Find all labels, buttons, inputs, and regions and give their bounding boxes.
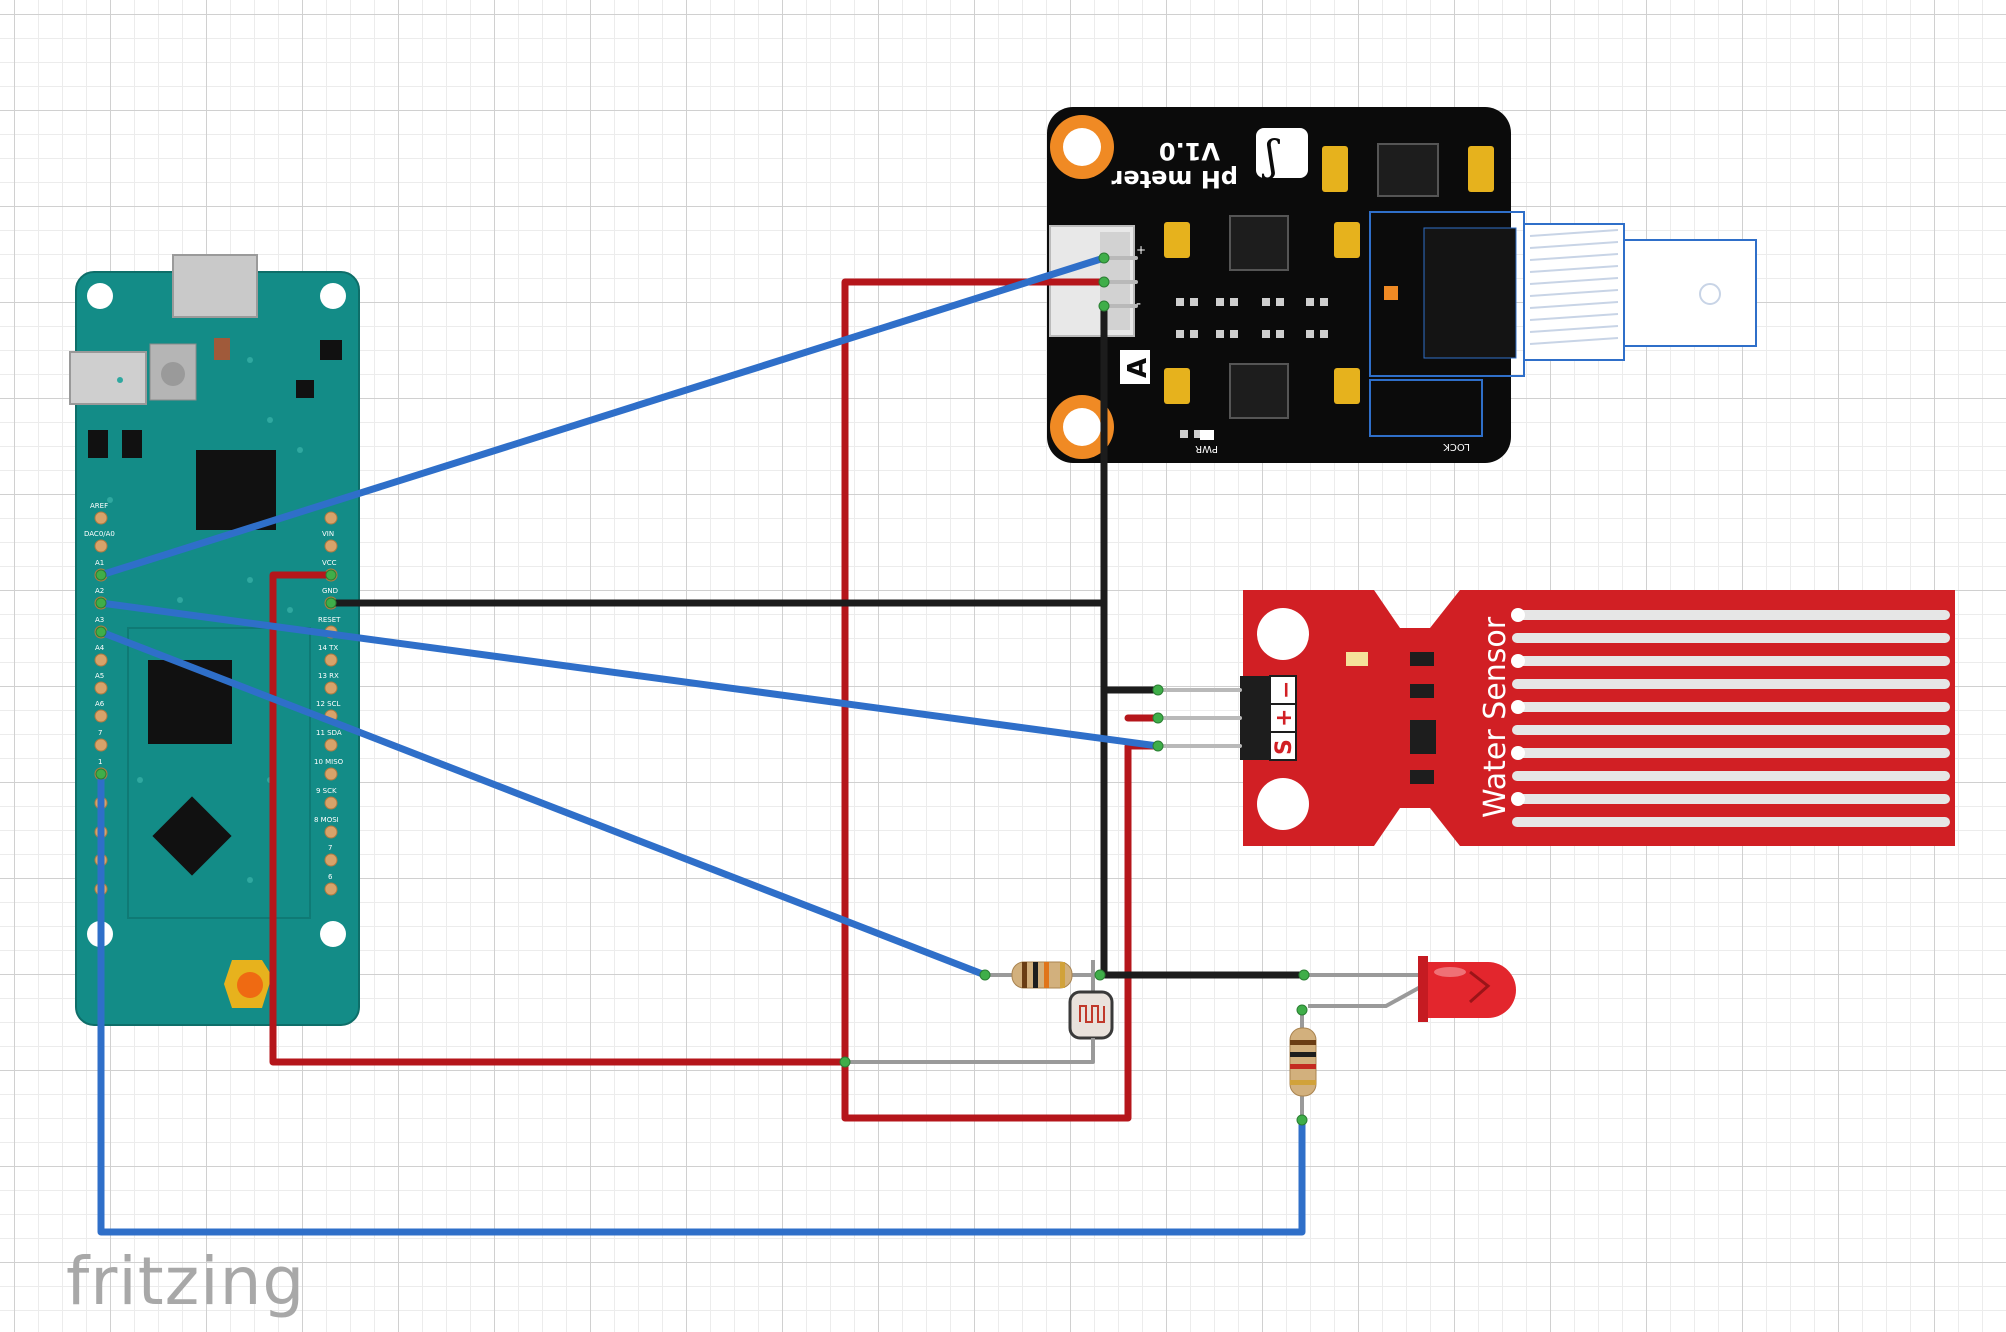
pin-label-a5: A5	[95, 672, 104, 680]
ws-mount-hole	[1257, 608, 1309, 660]
pin-label-14tx: 14 TX	[318, 644, 338, 652]
mount-hole	[320, 283, 346, 309]
bnc-marker	[1384, 286, 1398, 300]
pin-label-gnd: GND	[322, 587, 338, 595]
pin-label-a4: A4	[95, 644, 105, 652]
lock-label: LOCK	[1443, 441, 1470, 452]
water-sensor-title: Water Sensor	[1478, 616, 1513, 818]
wire-a3-photo[interactable]	[97, 628, 989, 979]
ws-pin-header[interactable]	[1240, 675, 1297, 761]
pin-label-aref: AREF	[90, 502, 108, 510]
fritzing-brand: fritzing	[66, 1243, 305, 1320]
ph-plus-label: +	[1136, 243, 1146, 257]
wire-led-return[interactable]	[97, 770, 1306, 1236]
pin-label-reset: RESET	[318, 616, 341, 624]
svg-text:V1.0: V1.0	[1159, 137, 1220, 165]
wire-a2-sensor[interactable]	[97, 599, 1162, 750]
pin-label-8mosi: 8 MOSI	[314, 816, 339, 824]
pin-label-vin: VIN	[322, 530, 334, 538]
pin-label-a3: A3	[95, 616, 104, 624]
pin-label-9sck: 9 SCK	[316, 787, 337, 795]
pwr-label: PWR	[1195, 443, 1218, 454]
pin-label-7: 7	[98, 729, 102, 737]
wire-vcc-arduino[interactable]	[269, 571, 849, 1066]
arduino-board[interactable]: AREF DAC0/A0 A1 A2 A3 A4 A5 A6 7 1 VIN V…	[69, 254, 360, 1026]
ph-meter-board[interactable]: pH meter V1.0 ʃ	[1047, 107, 1525, 463]
pin-label-vcc: VCC	[322, 559, 337, 567]
pin-label-12scl: 12 SCL	[316, 700, 340, 708]
usb-connector	[172, 254, 258, 318]
pin-label-a1: A1	[95, 559, 104, 567]
ws-mount-hole	[1257, 778, 1309, 830]
svg-text:pH meter: pH meter	[1111, 165, 1238, 193]
resistor-2[interactable]	[1289, 1010, 1317, 1120]
wires	[95, 252, 1310, 1236]
reset-button[interactable]	[224, 960, 272, 1008]
pin-label-a6: A6	[95, 700, 105, 708]
arduino-right-pin-labels: VIN VCC GND RESET 14 TX 13 RX 12 SCL 11 …	[314, 530, 344, 881]
wire-a1-ph[interactable]	[97, 254, 1108, 579]
ws-pin-signal: S	[1272, 739, 1297, 755]
connector-label-a: A	[1120, 350, 1153, 384]
arduino-left-pin-labels: AREF DAC0/A0 A1 A2 A3 A4 A5 A6 7 1	[84, 502, 115, 766]
pin-label-10miso: 10 MISO	[314, 758, 344, 766]
resistor-1[interactable]	[985, 961, 1100, 989]
pin-label-1: 1	[98, 758, 102, 766]
ph-probe-connector[interactable]	[1523, 223, 1757, 361]
svg-text:A: A	[1123, 358, 1153, 378]
pin-label-11sda: 11 SDA	[316, 729, 342, 737]
ph-chip	[1377, 143, 1439, 197]
ws-pin-minus: −	[1274, 681, 1299, 699]
dfrobot-logo-icon: ʃ	[1256, 128, 1308, 180]
water-sensor[interactable]: Water Sensor − + S	[1240, 590, 1955, 846]
pin-label-a2: A2	[95, 587, 104, 595]
photoresistor[interactable]	[1068, 960, 1114, 1062]
pin-label-r7: 7	[328, 844, 332, 852]
ws-traces	[1512, 610, 1950, 827]
pwr-led	[1200, 430, 1214, 440]
pin-label-r6: 6	[328, 873, 333, 881]
ph-chip	[1229, 363, 1289, 419]
ph-meter-title: pH meter V1.0	[1111, 137, 1238, 193]
secondary-chip	[148, 660, 232, 744]
power-jack	[69, 351, 147, 405]
pin-label-13rx: 13 RX	[318, 672, 339, 680]
ws-pin-plus: +	[1272, 709, 1297, 727]
pin-label-dac0: DAC0/A0	[84, 530, 115, 538]
microcontroller-chip	[196, 450, 276, 530]
svg-text:ʃ: ʃ	[1261, 131, 1280, 180]
mount-hole	[320, 921, 346, 947]
mount-hole	[87, 283, 113, 309]
ph-minus-label: -	[1136, 296, 1141, 312]
red-led[interactable]	[1305, 956, 1516, 1022]
ph-chip	[1229, 215, 1289, 271]
